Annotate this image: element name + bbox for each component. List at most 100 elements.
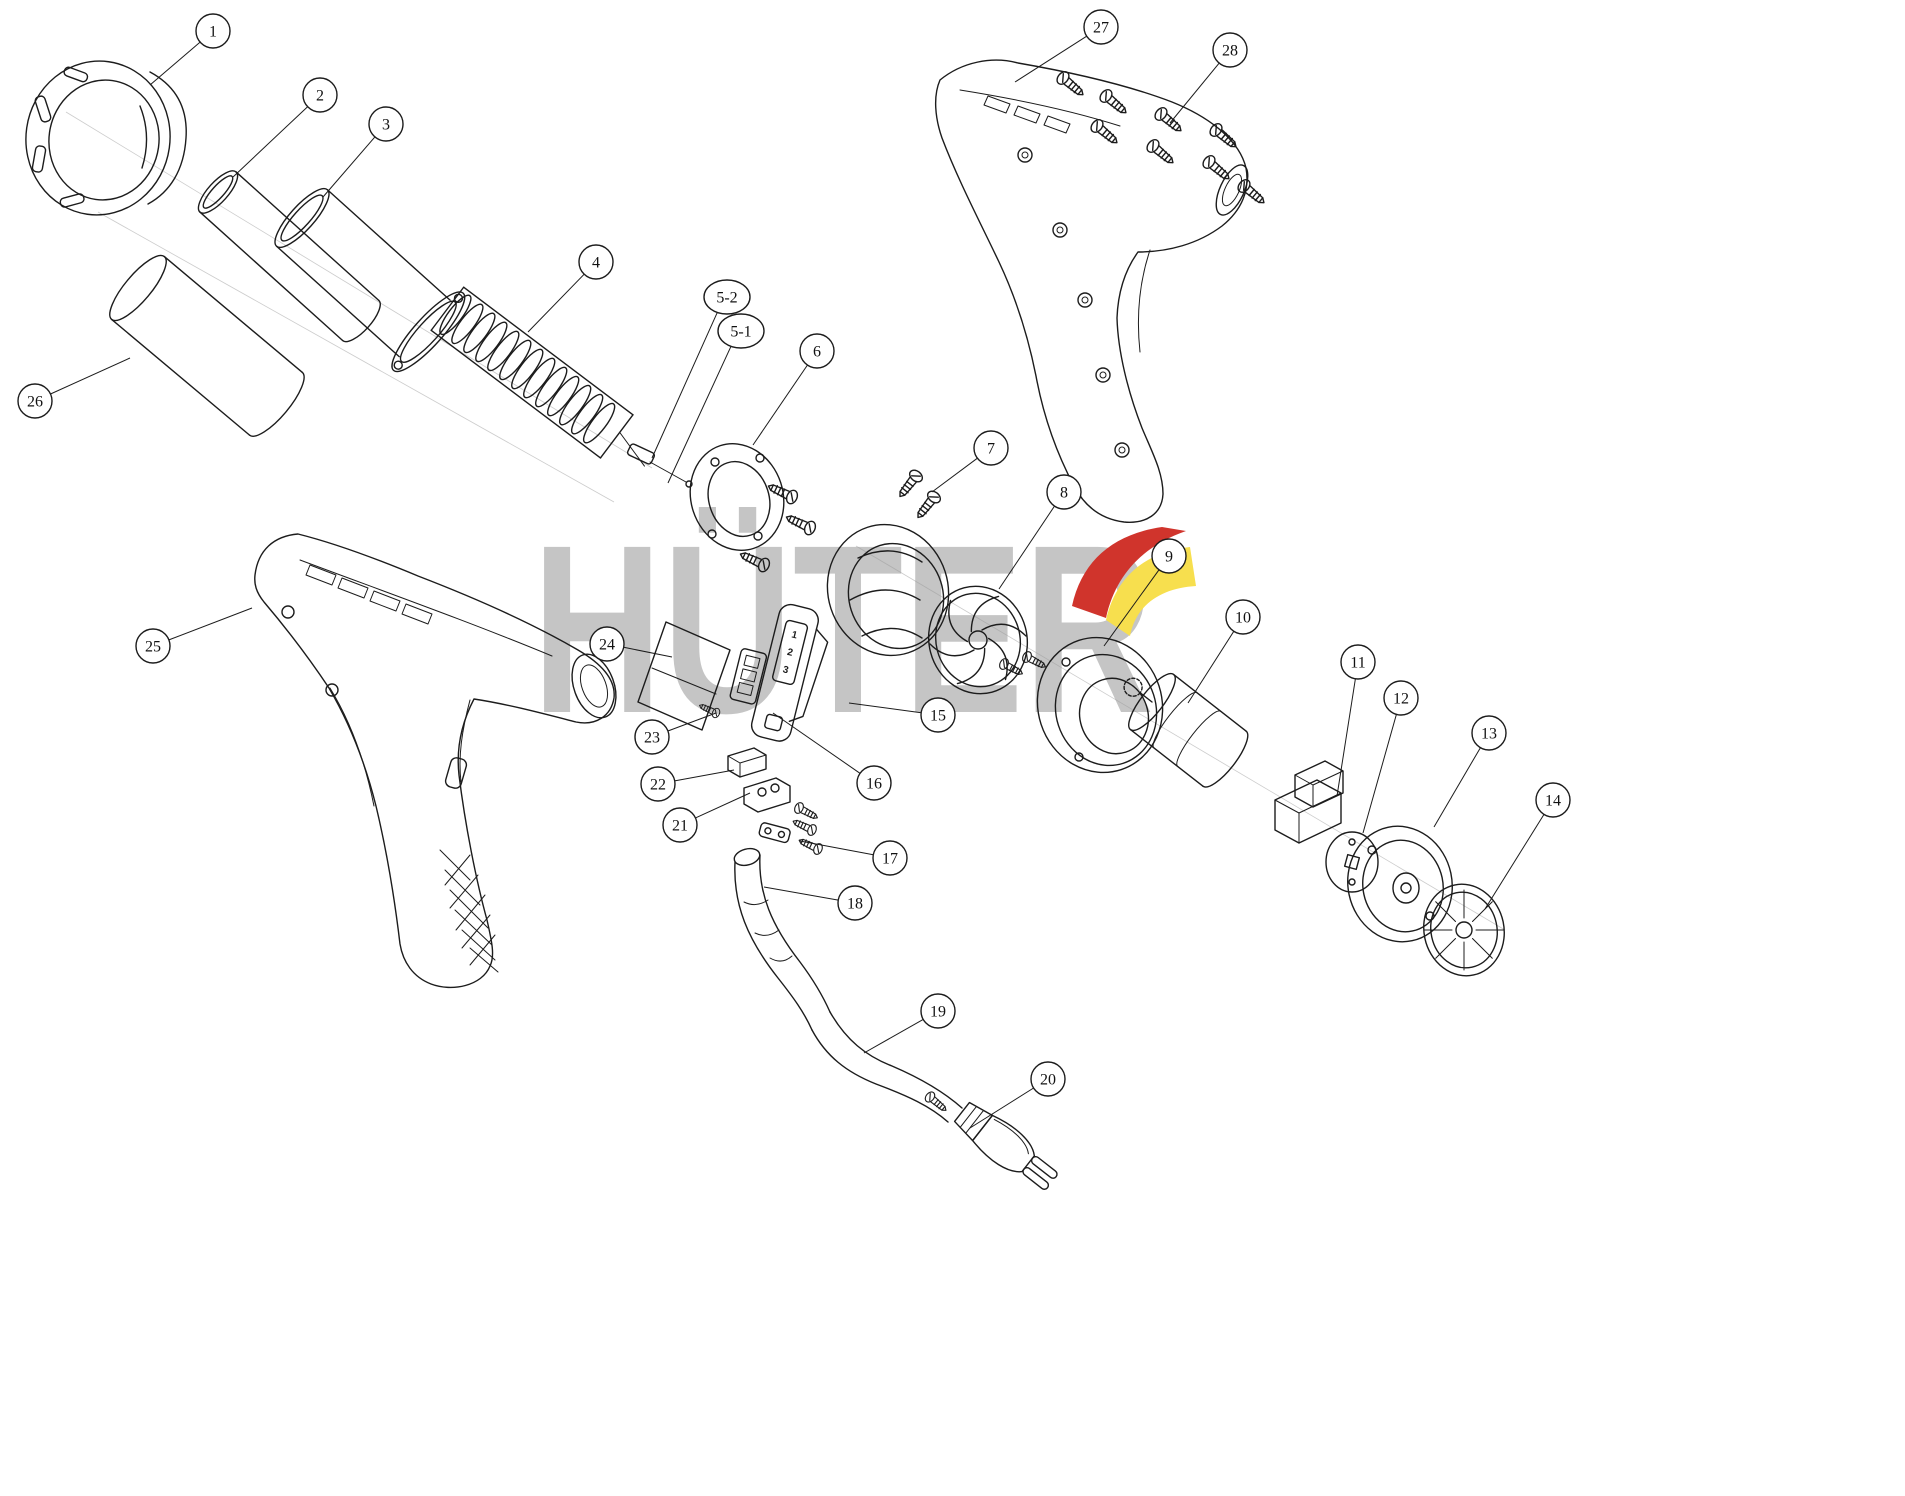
part-6-drawing bbox=[689, 443, 819, 575]
callout-balloon-28 bbox=[1212, 32, 1248, 68]
callout-label-17: 17 bbox=[882, 851, 898, 868]
callout-label-11: 11 bbox=[1350, 655, 1365, 672]
callout-label-25: 25 bbox=[145, 639, 161, 656]
part-15-drawing: 1 2 3 bbox=[750, 603, 829, 742]
watermark-text: HÜTER bbox=[532, 495, 1154, 763]
callout-leader-14 bbox=[1484, 814, 1545, 910]
part-11-drawing bbox=[1274, 760, 1344, 844]
callout-balloon-6 bbox=[799, 333, 835, 369]
callout-balloon-21 bbox=[662, 807, 698, 843]
callout-balloon-11 bbox=[1340, 644, 1376, 680]
callout-balloon-10 bbox=[1225, 599, 1261, 635]
callout-label-15: 15 bbox=[930, 708, 946, 725]
part-16-drawing bbox=[729, 648, 768, 705]
part-4-drawing bbox=[430, 286, 645, 467]
callout-leader-4 bbox=[527, 273, 585, 333]
part-8-drawing bbox=[927, 585, 1049, 695]
logo-red-swoosh bbox=[1072, 527, 1186, 618]
callout-balloon-20 bbox=[1030, 1061, 1066, 1097]
callout-leader-3 bbox=[322, 136, 376, 198]
callout-balloon-12 bbox=[1383, 680, 1419, 716]
callout-leader-19 bbox=[863, 1018, 924, 1054]
callout-leader-27 bbox=[1014, 35, 1087, 83]
callout-balloon-18 bbox=[837, 885, 873, 921]
part-10-drawing bbox=[1123, 672, 1249, 788]
callout-leader-15 bbox=[848, 702, 922, 714]
switch-marking-3: 3 bbox=[782, 664, 790, 676]
part-1-drawing bbox=[25, 60, 187, 216]
switch-marking-2: 2 bbox=[786, 647, 794, 659]
callout-balloon-15 bbox=[920, 697, 956, 733]
callout-label-5-2: 5-2 bbox=[716, 290, 737, 307]
part-24-drawing bbox=[637, 621, 731, 731]
callout-leader-8 bbox=[998, 505, 1055, 590]
part-21-drawing bbox=[743, 777, 821, 824]
callout-label-3: 3 bbox=[382, 117, 390, 134]
callout-label-14: 14 bbox=[1545, 793, 1561, 810]
part-9-drawing bbox=[1036, 636, 1164, 774]
part-22-drawing bbox=[727, 747, 767, 778]
callout-balloon-4 bbox=[578, 244, 614, 280]
callout-balloon-23 bbox=[634, 719, 670, 755]
callout-balloon-22 bbox=[640, 766, 676, 802]
part-2-drawing bbox=[197, 170, 381, 343]
callout-leader-16 bbox=[772, 712, 861, 774]
callout-leader-5-2 bbox=[651, 312, 718, 459]
callout-leader-24 bbox=[623, 646, 673, 658]
callout-leader-1 bbox=[149, 41, 201, 86]
part-20-drawing bbox=[922, 1089, 1058, 1190]
callout-leader-7 bbox=[931, 457, 978, 493]
callout-leader-9 bbox=[1103, 569, 1160, 647]
callout-leader-18 bbox=[763, 886, 839, 901]
callout-balloon-17 bbox=[872, 840, 908, 876]
callout-balloon-16 bbox=[856, 765, 892, 801]
callout-label-8: 8 bbox=[1060, 485, 1068, 502]
callout-leader-11 bbox=[1336, 678, 1356, 797]
callout-label-1: 1 bbox=[209, 24, 217, 41]
callout-label-4: 4 bbox=[592, 255, 600, 272]
callout-balloon-1 bbox=[195, 13, 231, 49]
callout-label-6: 6 bbox=[813, 344, 821, 361]
part-17-drawing bbox=[758, 815, 825, 857]
callout-balloon-7 bbox=[973, 430, 1009, 466]
callout-balloon-24 bbox=[589, 626, 625, 662]
switch-marking-1: 1 bbox=[790, 629, 798, 641]
callout-label-19: 19 bbox=[930, 1004, 946, 1021]
callout-layer: 12345-25-1678910111213141516171819202122… bbox=[17, 9, 1571, 1129]
callout-label-27: 27 bbox=[1093, 20, 1109, 37]
part-3-drawing bbox=[274, 187, 466, 373]
callout-label-13: 13 bbox=[1481, 726, 1497, 743]
part-7-drawing bbox=[826, 467, 950, 657]
callout-label-9: 9 bbox=[1165, 549, 1173, 566]
callout-label-10: 10 bbox=[1235, 610, 1251, 627]
callout-balloon-25 bbox=[135, 628, 171, 664]
part-19-drawing bbox=[811, 1011, 963, 1123]
callout-label-2: 2 bbox=[316, 88, 324, 105]
callout-leader-2 bbox=[232, 106, 308, 178]
callout-leader-10 bbox=[1187, 631, 1235, 704]
callout-balloon-5-2 bbox=[703, 279, 751, 315]
callout-label-16: 16 bbox=[866, 776, 882, 793]
callout-leader-13 bbox=[1433, 747, 1481, 828]
callout-leader-22 bbox=[674, 769, 735, 782]
callout-balloon-14 bbox=[1535, 782, 1571, 818]
callout-balloon-3 bbox=[368, 106, 404, 142]
callout-label-22: 22 bbox=[650, 777, 666, 794]
callout-label-23: 23 bbox=[644, 730, 660, 747]
callout-label-24: 24 bbox=[599, 637, 615, 654]
callout-leader-6 bbox=[752, 364, 808, 446]
callout-balloon-2 bbox=[302, 77, 338, 113]
callout-balloon-26 bbox=[17, 383, 53, 419]
callout-leader-26 bbox=[50, 357, 131, 395]
callout-balloon-19 bbox=[920, 993, 956, 1029]
callout-leader-25 bbox=[168, 607, 253, 641]
callout-leader-28 bbox=[1169, 62, 1220, 124]
callout-leader-23 bbox=[667, 712, 717, 732]
part-13-drawing bbox=[1347, 825, 1453, 943]
part-18-drawing bbox=[733, 847, 831, 1031]
grip-knurling bbox=[439, 849, 499, 973]
callout-label-26: 26 bbox=[27, 394, 43, 411]
callout-balloon-5-1 bbox=[717, 313, 765, 349]
